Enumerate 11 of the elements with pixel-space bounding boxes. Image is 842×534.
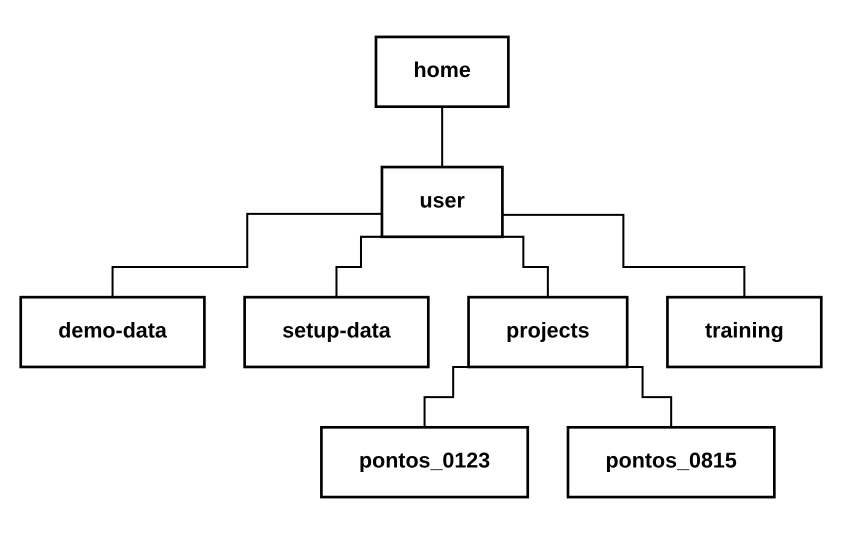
node-box: user — [380, 166, 504, 238]
connector — [502, 214, 746, 298]
connector — [112, 212, 382, 298]
node-box: home — [374, 36, 510, 108]
node-box: projects — [467, 296, 629, 368]
node-box: training — [666, 296, 823, 368]
node-box: pontos_0815 — [566, 426, 776, 498]
connector — [441, 106, 444, 168]
node-box: setup-data — [243, 296, 430, 368]
node-box: demo-data — [19, 296, 206, 368]
node-box: pontos_0123 — [320, 426, 530, 498]
